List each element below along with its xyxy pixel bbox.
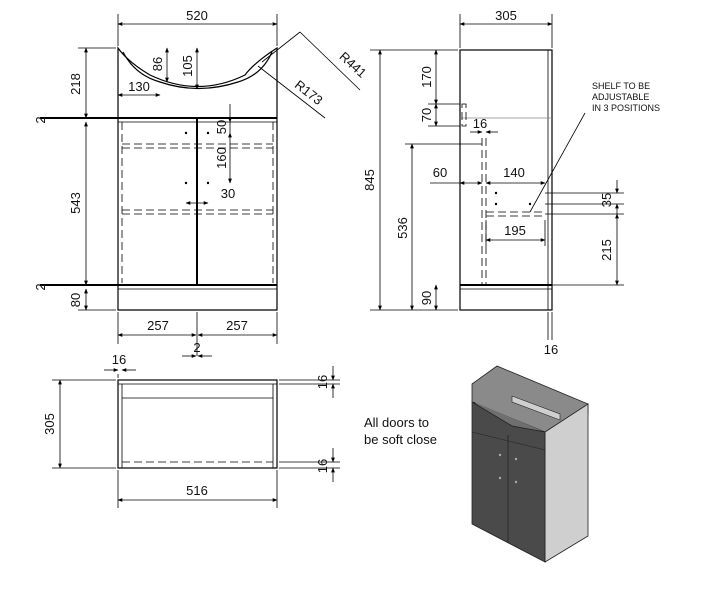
dim-handle-50: 50 xyxy=(214,120,229,134)
dim-side-536: 536 xyxy=(395,217,410,239)
unit-3d-render xyxy=(471,365,589,563)
front-outline xyxy=(117,46,278,311)
dim-radius-441: R441 xyxy=(336,49,369,81)
dim-side-195: 195 xyxy=(504,223,526,238)
front-view: 520 86 105 130 218 2 543 2 80 50 160 30 xyxy=(33,8,370,358)
dim-depth-86: 86 xyxy=(150,57,165,71)
dim-side-60: 60 xyxy=(433,165,447,180)
dim-rail-bottom-2: 2 xyxy=(33,283,48,290)
dim-height-845: 845 xyxy=(362,169,377,191)
dim-door-right-257: 257 xyxy=(226,318,248,333)
dim-side-90: 90 xyxy=(419,291,434,305)
render-right-side xyxy=(544,403,589,563)
dim-door-left-257: 257 xyxy=(147,318,169,333)
soft-close-note-line2: be soft close xyxy=(364,432,437,447)
side-outline xyxy=(459,49,553,311)
dim-side-depth-305: 305 xyxy=(495,8,517,23)
dim-side-35: 35 xyxy=(599,193,614,207)
dim-offset-130: 130 xyxy=(128,79,150,94)
dim-side-16-bottom: 16 xyxy=(544,342,558,357)
dim-side-70: 70 xyxy=(419,108,434,122)
render-front xyxy=(471,401,546,563)
dim-radius-173: R173 xyxy=(292,77,326,108)
dim-plan-side-16: 16 xyxy=(112,352,126,367)
handle-hole xyxy=(206,181,210,185)
dim-handle-160: 160 xyxy=(214,147,229,169)
plan-outline xyxy=(117,379,278,469)
dim-plan-bottom-16: 16 xyxy=(315,459,330,473)
side-view: 305 845 170 70 16 60 140 536 35 xyxy=(362,8,660,357)
soft-close-note-line1: All doors to xyxy=(364,415,429,430)
plan-view: 16 305 16 16 516 xyxy=(42,352,340,508)
dim-top-218: 218 xyxy=(68,73,83,95)
dim-rail-top-2: 2 xyxy=(33,116,48,123)
dim-handle-30: 30 xyxy=(221,186,235,201)
dim-side-16: 16 xyxy=(473,116,487,131)
dim-overall-width: 520 xyxy=(186,8,208,23)
dim-side-170: 170 xyxy=(419,66,434,88)
handle-hole xyxy=(184,181,188,185)
shelf-note-line3: IN 3 POSITIONS xyxy=(592,103,660,113)
shelf-note-line1: SHELF TO BE xyxy=(592,81,650,91)
dim-side-140: 140 xyxy=(503,165,525,180)
dim-plan-top-16: 16 xyxy=(315,375,330,389)
handle-hole xyxy=(184,131,188,135)
dim-plinth-80: 80 xyxy=(68,293,83,307)
shelf-note-line2: ADJUSTABLE xyxy=(592,92,649,102)
handle-hole xyxy=(206,131,210,135)
dim-side-215: 215 xyxy=(599,239,614,261)
dim-body-543: 543 xyxy=(68,192,83,214)
dim-door-gap-2: 2 xyxy=(193,340,200,355)
dim-depth-105: 105 xyxy=(180,55,195,77)
dim-plan-width-516: 516 xyxy=(186,483,208,498)
dim-plan-depth-305: 305 xyxy=(42,413,57,435)
